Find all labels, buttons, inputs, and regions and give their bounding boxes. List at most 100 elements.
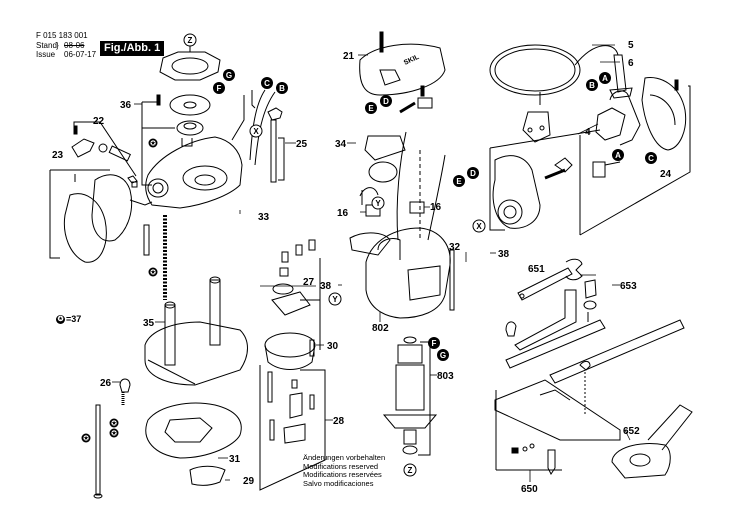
brace-icon: }: [56, 41, 59, 50]
stand-row: Stand}08-06: [36, 41, 84, 50]
part-label-23: 23: [52, 150, 64, 161]
handle-body: [492, 155, 573, 229]
disclaimer-de: Änderungen vorbehalten: [303, 453, 386, 462]
dust-adapter: [611, 404, 693, 479]
motor-housing: [349, 131, 451, 319]
marker-Y: Y: [371, 196, 385, 210]
marker-F: F: [428, 337, 440, 349]
marker-Z: Z: [183, 33, 197, 47]
svg-text:A: A: [602, 74, 608, 83]
part-label-35: 35: [143, 318, 155, 329]
part-label-32: 32: [449, 242, 461, 253]
svg-text:X: X: [476, 222, 482, 231]
insulation-strip: [449, 249, 455, 311]
part-label-651: 651: [528, 264, 545, 275]
disclaimer: Änderungen vorbehalten Modifications res…: [303, 453, 386, 488]
callout-brackets-left: [49, 101, 175, 259]
part-label-26: 26: [100, 378, 112, 389]
marker-D: D: [380, 95, 392, 107]
part-label-16: 16: [337, 208, 349, 219]
armature: [382, 336, 438, 456]
svg-text:E: E: [456, 177, 462, 186]
svg-text:✪: ✪: [111, 430, 117, 438]
upper-housing: [145, 136, 243, 209]
star-icon: ✪: [109, 428, 119, 438]
marker-E: E: [365, 102, 377, 114]
part-label-28: 28: [333, 416, 345, 427]
svg-text:C: C: [264, 79, 270, 88]
part-label-650: 650: [521, 484, 538, 495]
svg-text:E: E: [368, 104, 374, 113]
svg-text:✪: ✪: [150, 140, 156, 148]
bearing-plate: [156, 94, 211, 147]
marker-F: F: [213, 82, 225, 94]
svg-text:D: D: [383, 97, 389, 106]
callout-brackets-right: [489, 85, 691, 236]
base-plate: [145, 402, 242, 486]
switch: [595, 90, 641, 146]
marker-G: G: [437, 349, 449, 361]
document-number: F 015 183 001: [36, 31, 88, 40]
part-numbers: 21 5 6 36 22 23 25 34 4 24 33 16 16 32 3…: [52, 40, 672, 495]
wrench: [517, 258, 583, 301]
star-icon: ✪: [148, 138, 158, 148]
part-label-803: 803: [437, 371, 454, 382]
edge-guide: [505, 279, 597, 351]
svg-text:D: D: [470, 169, 476, 178]
spring: [143, 215, 167, 300]
depth-stop-parts: [264, 239, 321, 370]
motor-cap: SKIL: [359, 31, 446, 96]
turret-parts: [259, 365, 326, 491]
figure-badge: Fig./Abb. 1: [100, 41, 165, 56]
part-label-38: 38: [498, 249, 510, 260]
lock-knob: [119, 378, 131, 405]
part-label-34: 34: [335, 139, 347, 150]
housing-cables: [231, 89, 276, 166]
marker-A: A: [612, 149, 624, 161]
lever-assembly: [71, 121, 138, 188]
marker-B: B: [586, 79, 598, 91]
marker-Z: Z: [403, 463, 417, 477]
disclaimer-fr: Modifications reservées: [303, 470, 382, 479]
marker-E: E: [453, 175, 465, 187]
marker-C: C: [261, 77, 273, 89]
rod: [267, 107, 285, 183]
part-label-38: 38: [320, 281, 332, 292]
star-icon: ✪: [148, 267, 158, 277]
svg-text:G: G: [440, 351, 446, 360]
star-legend-text: =37: [66, 314, 82, 324]
part-label-6: 6: [628, 58, 634, 69]
svg-text:F: F: [432, 339, 437, 348]
star-legend: ✪ =37: [56, 314, 81, 324]
top-cap-ring: [159, 46, 221, 81]
part-label-16: 16: [430, 202, 442, 213]
svg-text:A: A: [615, 151, 621, 160]
strain-relief: [609, 54, 633, 99]
switch-terminal: [399, 85, 433, 114]
part-label-31: 31: [229, 454, 241, 465]
marker-X: X: [249, 124, 263, 138]
marker-Y: Y: [328, 292, 342, 306]
disclaimer-en: Modifications reserved: [303, 461, 379, 471]
handle-cover: [641, 76, 687, 151]
part-label-4: 4: [585, 127, 591, 138]
star-icon: ✪: [56, 314, 65, 324]
svg-text:SKIL: SKIL: [403, 53, 421, 66]
stand-label: Stand: [36, 41, 57, 50]
part-label-36: 36: [120, 100, 132, 111]
part-label-33: 33: [258, 212, 270, 223]
leader-lines: [112, 44, 631, 482]
svg-text:Z: Z: [188, 36, 193, 45]
marker-A: A: [599, 72, 611, 84]
star-markers: ✪ ✪ ✪ ✪ ✪: [81, 138, 158, 443]
star-icon: ✪: [109, 418, 119, 428]
capacitor: [592, 161, 621, 178]
svg-text:Y: Y: [375, 199, 381, 208]
part-label-27: 27: [303, 277, 315, 288]
part-label-653: 653: [620, 281, 637, 292]
marker-X: X: [472, 219, 486, 233]
brush-holders: [359, 135, 425, 217]
